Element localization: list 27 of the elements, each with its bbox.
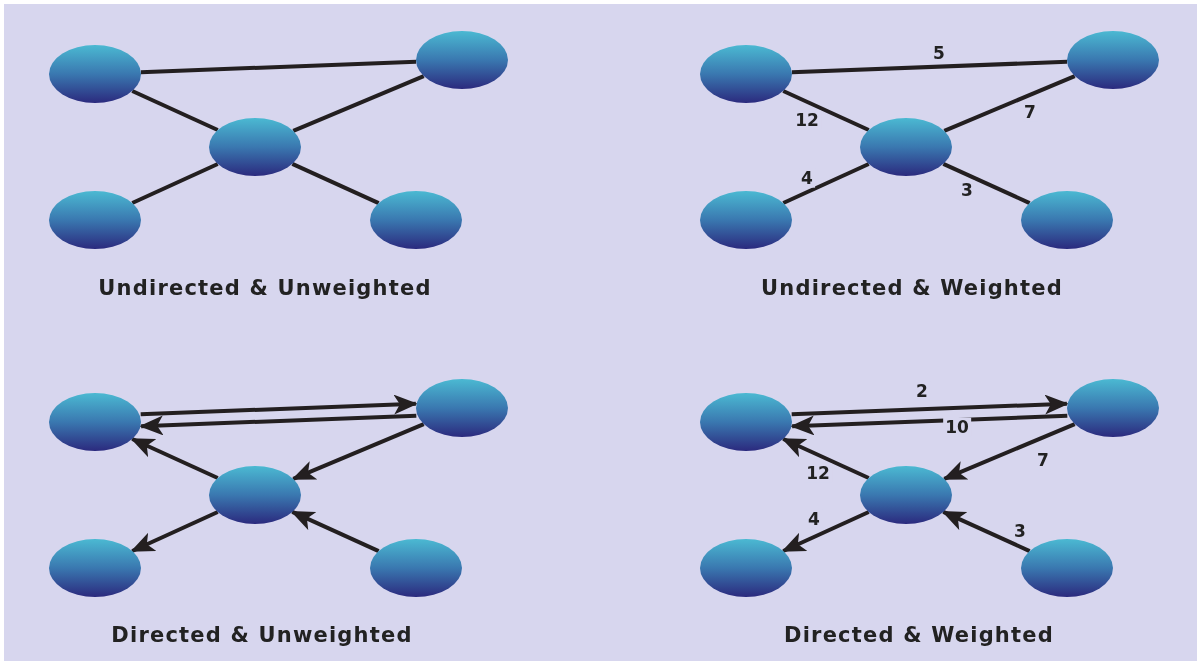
arrow [290,510,380,553]
arrow [790,413,1068,436]
arrow [791,394,1069,417]
edge-weight: 4 [799,168,815,188]
arrow [130,437,219,480]
connector-line [943,74,1076,133]
connector-line [131,162,219,205]
arrow [781,437,870,480]
arrow [942,422,1076,481]
graph-caption: Directed & Unweighted [111,623,413,647]
connector-line [291,162,380,205]
connector-line [140,59,417,75]
arrow [139,413,417,436]
arrow [140,394,418,417]
graph-caption: Undirected & Unweighted [98,276,432,300]
arrow [130,510,219,553]
connector-line [791,59,1068,75]
arrow [941,510,1031,553]
connector-line [131,89,219,132]
arrow [781,510,870,553]
arrow [291,422,425,481]
graph-caption: Undirected & Weighted [761,276,1063,300]
connector-line [782,162,870,205]
connector-line [292,74,425,133]
connector-line [782,89,870,132]
graph-caption: Directed & Weighted [784,623,1054,647]
connector-line [942,162,1031,205]
